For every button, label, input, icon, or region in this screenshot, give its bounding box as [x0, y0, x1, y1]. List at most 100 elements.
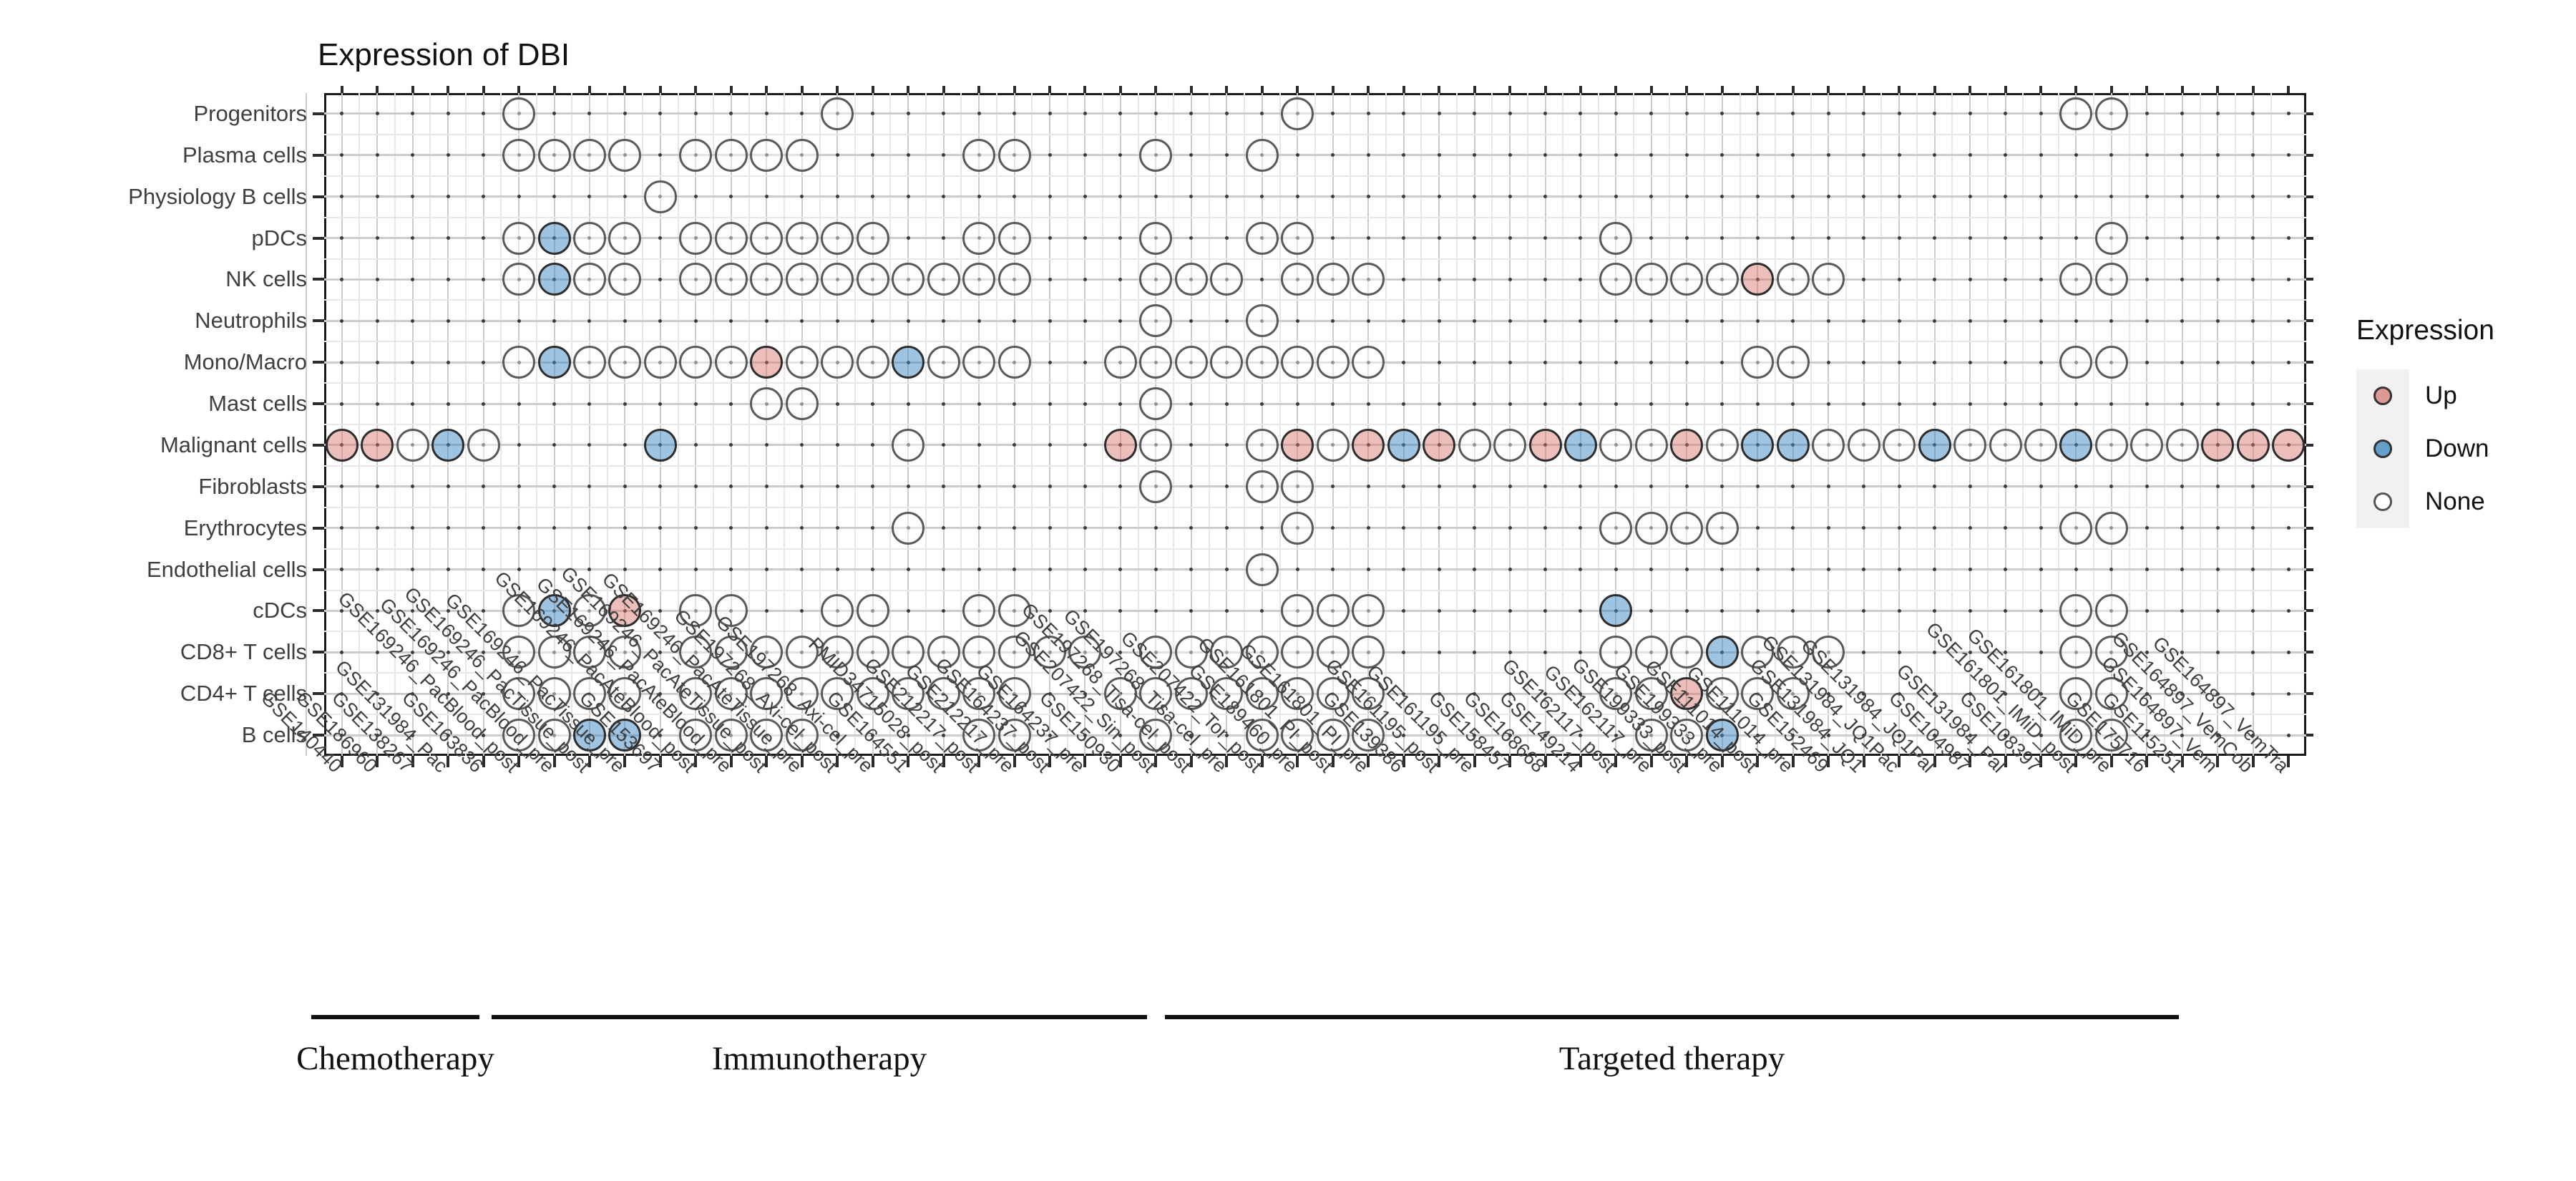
expression-dot[interactable] [1068, 636, 1102, 669]
expression-dot[interactable] [1423, 428, 1456, 462]
expression-dot[interactable] [1210, 346, 1244, 379]
expression-dot[interactable] [750, 346, 784, 379]
expression-dot[interactable] [2059, 511, 2093, 545]
expression-dot[interactable] [714, 263, 748, 296]
expression-dot[interactable] [537, 677, 571, 711]
expression-dot[interactable] [750, 719, 784, 752]
expression-dot[interactable] [1245, 719, 1279, 752]
expression-dot[interactable] [821, 677, 854, 711]
expression-dot[interactable] [1352, 677, 1385, 711]
expression-dot[interactable] [1634, 677, 1668, 711]
expression-dot[interactable] [962, 636, 996, 669]
expression-dot[interactable] [1174, 677, 1208, 711]
expression-dot[interactable] [572, 263, 606, 296]
expression-dot[interactable] [2059, 719, 2093, 752]
expression-dot[interactable] [2094, 636, 2128, 669]
expression-dot[interactable] [572, 677, 606, 711]
expression-dot[interactable] [997, 138, 1031, 172]
expression-dot[interactable] [1210, 263, 1244, 296]
expression-dot[interactable] [608, 263, 642, 296]
expression-dot[interactable] [1741, 677, 1775, 711]
expression-dot[interactable] [1210, 636, 1244, 669]
expression-dot[interactable] [572, 138, 606, 172]
expression-dot[interactable] [997, 719, 1031, 752]
expression-dot[interactable] [1174, 263, 1208, 296]
expression-dot[interactable] [502, 346, 536, 379]
expression-dot[interactable] [1245, 677, 1279, 711]
expression-dot[interactable] [643, 180, 677, 213]
expression-dot[interactable] [750, 138, 784, 172]
expression-dot[interactable] [2059, 636, 2093, 669]
expression-dot[interactable] [502, 221, 536, 255]
expression-dot[interactable] [750, 221, 784, 255]
expression-dot[interactable] [502, 263, 536, 296]
expression-dot[interactable] [821, 221, 854, 255]
expression-dot[interactable] [892, 511, 925, 545]
expression-dot[interactable] [1528, 428, 1562, 462]
expression-dot[interactable] [679, 677, 713, 711]
expression-dot[interactable] [1387, 428, 1420, 462]
expression-dot[interactable] [1316, 263, 1350, 296]
expression-dot[interactable] [1634, 719, 1668, 752]
expression-dot[interactable] [1705, 511, 1739, 545]
expression-dot[interactable] [1352, 636, 1385, 669]
expression-dot[interactable] [1705, 719, 1739, 752]
expression-dot[interactable] [1245, 428, 1279, 462]
expression-dot[interactable] [1670, 511, 1704, 545]
expression-dot[interactable] [502, 677, 536, 711]
expression-dot[interactable] [1316, 428, 1350, 462]
expression-dot[interactable] [1281, 636, 1314, 669]
expression-dot[interactable] [1741, 346, 1775, 379]
expression-dot[interactable] [962, 719, 996, 752]
expression-dot[interactable] [1352, 594, 1385, 628]
expression-dot[interactable] [785, 263, 819, 296]
expression-dot[interactable] [608, 138, 642, 172]
expression-dot[interactable] [467, 428, 500, 462]
expression-dot[interactable] [1139, 138, 1173, 172]
expression-dot[interactable] [608, 636, 642, 669]
expression-dot[interactable] [1352, 428, 1385, 462]
expression-dot[interactable] [679, 719, 713, 752]
expression-dot[interactable] [1741, 428, 1775, 462]
expression-dot[interactable] [572, 594, 606, 628]
legend-key-up[interactable] [2356, 369, 2409, 422]
expression-dot[interactable] [1174, 636, 1208, 669]
expression-dot[interactable] [1563, 428, 1597, 462]
expression-dot[interactable] [2059, 594, 2093, 628]
expression-dot[interactable] [2094, 511, 2128, 545]
expression-dot[interactable] [750, 387, 784, 421]
expression-dot[interactable] [997, 636, 1031, 669]
expression-dot[interactable] [1281, 346, 1314, 379]
expression-dot[interactable] [502, 138, 536, 172]
expression-dot[interactable] [1139, 221, 1173, 255]
expression-dot[interactable] [997, 346, 1031, 379]
expression-dot[interactable] [1705, 263, 1739, 296]
expression-dot[interactable] [1139, 677, 1173, 711]
expression-dot[interactable] [927, 346, 960, 379]
expression-dot[interactable] [1352, 719, 1385, 752]
expression-dot[interactable] [1245, 636, 1279, 669]
expression-dot[interactable] [1281, 511, 1314, 545]
expression-dot[interactable] [572, 719, 606, 752]
expression-dot[interactable] [1634, 263, 1668, 296]
expression-dot[interactable] [643, 428, 677, 462]
expression-dot[interactable] [537, 221, 571, 255]
expression-dot[interactable] [1139, 470, 1173, 503]
expression-dot[interactable] [714, 221, 748, 255]
expression-dot[interactable] [396, 428, 429, 462]
expression-dot[interactable] [1776, 677, 1810, 711]
expression-dot[interactable] [714, 636, 748, 669]
expression-dot[interactable] [502, 719, 536, 752]
expression-dot[interactable] [997, 594, 1031, 628]
expression-dot[interactable] [1634, 428, 1668, 462]
expression-dot[interactable] [714, 594, 748, 628]
expression-dot[interactable] [1281, 594, 1314, 628]
expression-dot[interactable] [997, 263, 1031, 296]
expression-dot[interactable] [892, 677, 925, 711]
expression-dot[interactable] [2094, 263, 2128, 296]
expression-dot[interactable] [2024, 428, 2058, 462]
expression-dot[interactable] [1139, 428, 1173, 462]
expression-dot[interactable] [1245, 470, 1279, 503]
expression-dot[interactable] [1139, 387, 1173, 421]
expression-dot[interactable] [1741, 263, 1775, 296]
